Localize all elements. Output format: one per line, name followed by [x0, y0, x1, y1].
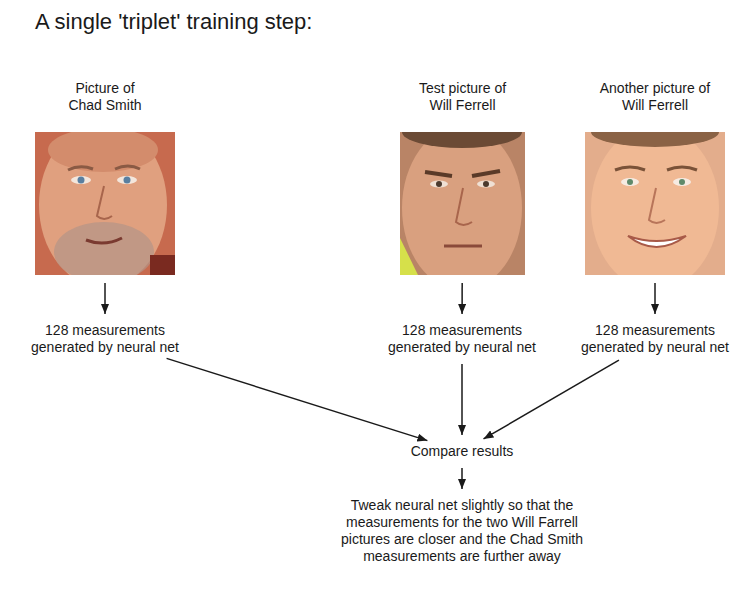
face: [591, 132, 719, 275]
flow-arrow: [104, 283, 106, 314]
hair: [591, 132, 719, 147]
will-photo: [585, 132, 725, 275]
mouth: [444, 245, 482, 248]
photo-caption: Test picture of Will Ferrell: [413, 80, 513, 114]
nose: [649, 188, 665, 223]
shirt: [400, 238, 418, 275]
embedding-node: 128 measurements generated by neural net: [380, 322, 545, 356]
flow-arrow: [461, 364, 463, 435]
update-node: Tweak neural net slightly so that the me…: [326, 497, 598, 565]
iris: [124, 177, 131, 184]
hair: [402, 132, 522, 148]
brow: [425, 172, 452, 176]
brow: [115, 166, 140, 169]
diagram-title: A single 'triplet' training step:: [35, 8, 312, 36]
compare-node: Compare results: [400, 443, 524, 460]
face: [39, 132, 167, 275]
brow: [68, 167, 93, 170]
chad-photo: [35, 132, 175, 275]
eye: [477, 181, 495, 188]
eye: [117, 176, 137, 184]
photo-node: Picture of Chad Smith: [35, 80, 175, 275]
embedding-node: 128 measurements generated by neural net: [573, 322, 738, 356]
forehead: [48, 132, 158, 172]
eye: [71, 176, 91, 184]
compare-label: Compare results: [400, 443, 524, 460]
update-label: Tweak neural net slightly so that the me…: [326, 497, 598, 565]
beard: [54, 222, 154, 275]
brow: [667, 167, 697, 170]
iris: [483, 181, 489, 187]
mouth: [86, 238, 122, 243]
embedding-node: 128 measurements generated by neural net: [23, 322, 188, 356]
flow-arrow: [654, 283, 656, 314]
flow-arrow: [483, 360, 618, 439]
brow: [615, 167, 645, 170]
iris: [627, 179, 633, 185]
flow-arrow: [461, 468, 463, 489]
embedding-label: 128 measurements generated by neural net: [573, 322, 738, 356]
photo-caption: Picture of Chad Smith: [63, 80, 148, 114]
shirt: [150, 255, 175, 275]
photo-node: Another picture of Will Ferrell: [585, 80, 725, 275]
nose: [456, 188, 472, 225]
flow-arrow: [167, 358, 428, 440]
nose: [97, 186, 112, 219]
eye: [673, 178, 691, 186]
iris: [78, 177, 85, 184]
smile: [628, 236, 686, 247]
photo-node: Test picture of Will Ferrell: [400, 80, 525, 275]
flow-arrow: [461, 283, 463, 314]
face: [402, 132, 522, 275]
photo-caption: Another picture of Will Ferrell: [593, 80, 718, 114]
embedding-label: 128 measurements generated by neural net: [380, 322, 545, 356]
iris: [679, 179, 685, 185]
eye: [621, 178, 639, 186]
eye: [430, 181, 448, 188]
iris: [436, 181, 442, 187]
brow: [472, 171, 500, 176]
embedding-label: 128 measurements generated by neural net: [23, 322, 188, 356]
will-photo: [400, 132, 525, 275]
